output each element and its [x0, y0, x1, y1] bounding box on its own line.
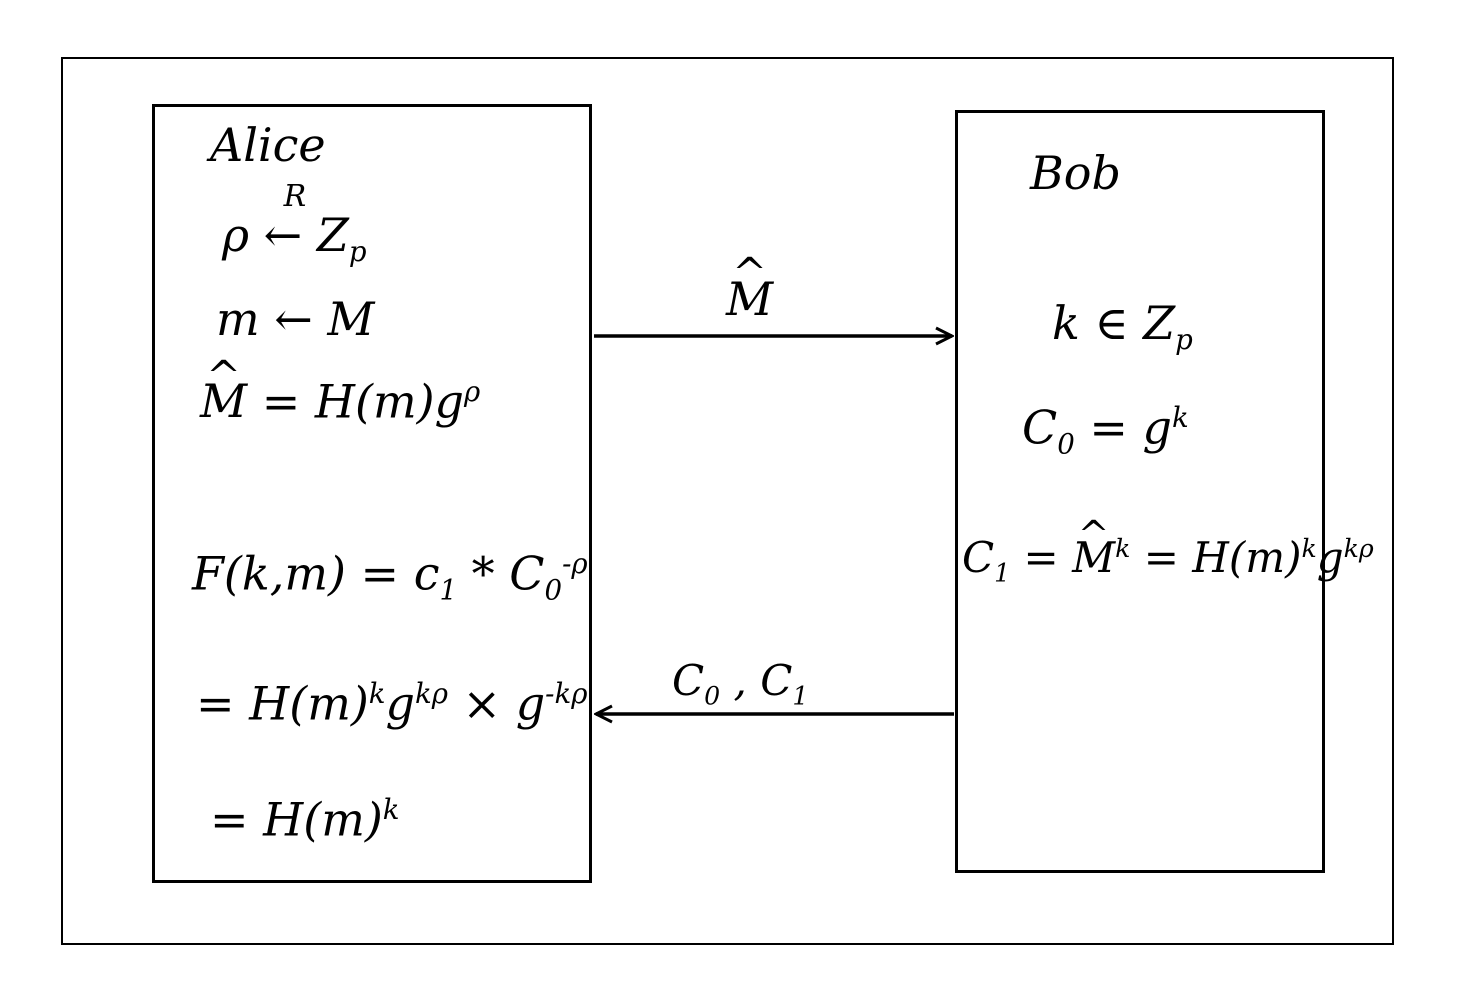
alice-rho-exp: ρ: [463, 375, 481, 408]
alice-unblind-line: F(k,m) = c1 * C0-ρ: [192, 550, 588, 604]
alice-times-g: × g: [447, 676, 546, 731]
message-c1: C: [760, 656, 793, 705]
bob-k-exp: k: [1172, 401, 1189, 434]
alice-neg-krho-exp: -kρ: [545, 677, 588, 710]
alice-neg-rho-exp: -ρ: [562, 547, 588, 580]
alice-title: Alice: [210, 118, 326, 172]
message-mhat-label: M: [726, 276, 773, 322]
alice-k-exp: k: [368, 677, 386, 710]
bob-mhat: M: [1072, 537, 1115, 579]
bob-hm-k-exp: k: [1301, 534, 1317, 563]
bob-key-line: k ∈ Zp: [1052, 300, 1193, 354]
alice-message-line: m ← M: [216, 292, 375, 346]
bob-c1: C: [962, 533, 995, 582]
bob-mhat-k-exp: k: [1115, 534, 1131, 563]
alice-c0-sub: 0: [544, 573, 563, 607]
message-c1-sub: 1: [792, 681, 809, 711]
bob-c0: C: [1022, 400, 1058, 455]
bob-c0-line: C0 = gk: [1022, 404, 1189, 458]
message-c0: C: [672, 656, 705, 705]
bob-g2: g: [1316, 533, 1344, 582]
alice-c1-sub: 1: [439, 573, 458, 607]
bob-box: [955, 110, 1325, 873]
alice-f-expr: F(k,m) = c: [192, 546, 440, 601]
diagram-frame: [61, 57, 1394, 945]
alice-result-hm: = H(m): [210, 792, 383, 847]
message-mhat: M: [726, 276, 773, 322]
bob-hm: = H(m): [1130, 533, 1302, 582]
alice-zp: Z: [302, 208, 349, 262]
message-sep: ,: [720, 656, 761, 705]
message-c0-c1-label: C0 , C1: [672, 660, 808, 709]
bob-title: Bob: [1030, 146, 1121, 200]
random-label: R: [283, 179, 307, 214]
alice-hash-expr: = H(m)g: [247, 374, 464, 429]
alice-rho: ρ: [222, 208, 264, 262]
alice-hm: = H(m): [196, 676, 369, 731]
bob-c1-line: C1 = Mk = H(m)kgkρ: [962, 536, 1374, 586]
alice-sample-rho: ρ R← Zp: [222, 179, 367, 269]
bob-krho-exp: kρ: [1343, 534, 1374, 563]
alice-blinded-line: M = H(m)gρ: [200, 375, 481, 425]
bob-zp-sub: p: [1175, 323, 1193, 357]
bob-eq: =: [1010, 533, 1073, 582]
bob-c0-sub: 0: [1057, 427, 1075, 461]
random-sample-arrow: R←: [263, 179, 307, 262]
bob-k-in-zp: k ∈ Z: [1052, 296, 1176, 350]
bob-c1-sub: 1: [994, 558, 1011, 588]
bob-g: = g: [1074, 400, 1172, 455]
alice-result-k-exp: k: [382, 793, 400, 826]
alice-krho-exp: kρ: [414, 677, 448, 710]
message-c0-sub: 0: [704, 681, 721, 711]
alice-c0: * C: [457, 546, 545, 601]
alice-g: g: [385, 676, 415, 731]
alice-zp-sub: p: [348, 235, 367, 269]
alice-box: [152, 104, 592, 883]
alice-mhat: M: [200, 378, 247, 424]
alice-expand-line: = H(m)kgkρ × g-kρ: [196, 677, 588, 727]
alice-result-line: = H(m)k: [210, 793, 400, 843]
